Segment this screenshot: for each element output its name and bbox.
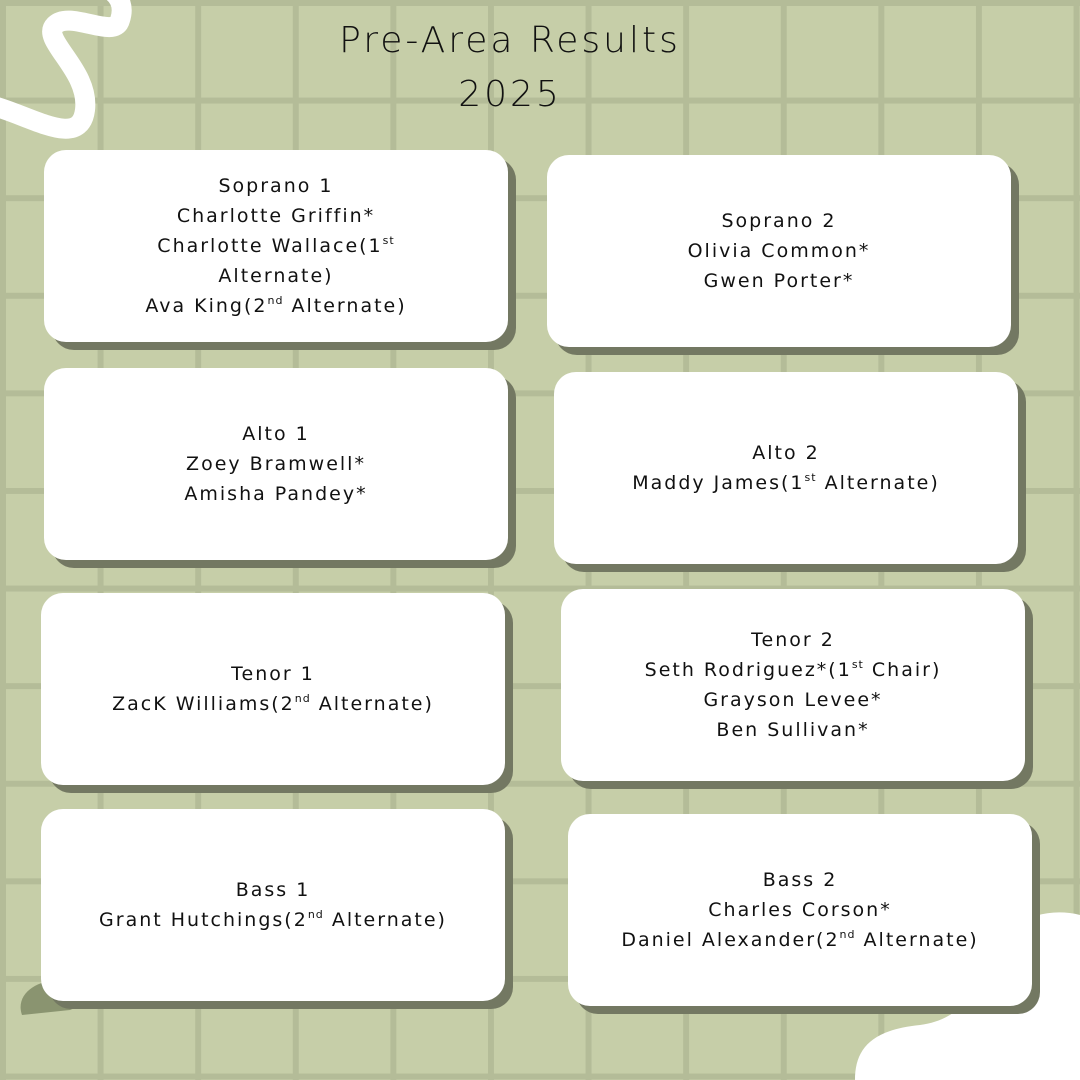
member-text-post: Alternate) — [323, 909, 447, 931]
member-text-sup: nd — [839, 928, 856, 941]
member-text-pre: Alternate) — [218, 265, 334, 287]
section-card-bass-1: Bass 1 Grant Hutchings(2nd Alternate) — [41, 809, 505, 1001]
section-card-tenor-1: Tenor 1 ZacK Williams(2nd Alternate) — [41, 593, 505, 785]
member-line: Alternate) — [218, 261, 333, 291]
member-text-pre: Grant Hutchings(2 — [99, 909, 308, 931]
title-line-2: 2025 — [458, 74, 562, 115]
member-line: Charles Corson* — [708, 895, 891, 925]
section-heading: Tenor 2 — [751, 629, 835, 651]
section-card-soprano-1: Soprano 1 Charlotte Griffin* Charlotte Wal… — [44, 150, 508, 342]
section-card-tenor-2: Tenor 2 Seth Rodriguez*(1st Chair) Grayson… — [561, 589, 1025, 781]
section-heading: Tenor 1 — [231, 663, 315, 685]
member-line: Grant Hutchings(2nd Alternate) — [99, 905, 447, 935]
member-text-sup: nd — [294, 692, 311, 705]
member-line: Charlotte Wallace(1st — [157, 231, 394, 261]
member-text-pre: Gwen Porter* — [703, 270, 855, 292]
member-text-post: Alternate) — [855, 929, 979, 951]
member-line: Amisha Pandey* — [184, 479, 367, 509]
section-card-bass-2: Bass 2 Charles Corson* Daniel Alexander(2n… — [568, 814, 1032, 1006]
member-line: Charlotte Griffin* — [177, 201, 375, 231]
member-text-pre: Seth Rodriguez*(1 — [644, 659, 852, 681]
member-text-post: Chair) — [863, 659, 942, 681]
member-text-sup: st — [382, 234, 395, 247]
member-text-pre: Charlotte Griffin* — [176, 205, 376, 227]
section-heading: Alto 2 — [752, 442, 820, 464]
section-card-alto-2: Alto 2 Maddy James(1st Alternate) — [554, 372, 1018, 564]
section-heading: Soprano 2 — [721, 210, 837, 232]
section-heading: Bass 2 — [762, 869, 838, 891]
member-text-sup: st — [804, 471, 817, 484]
member-text-pre: ZacK Williams(2 — [112, 693, 295, 715]
member-text-pre: Amisha Pandey* — [184, 483, 368, 505]
member-text-sup: nd — [307, 908, 324, 921]
member-text-pre: Charlotte Wallace(1 — [157, 235, 383, 257]
member-line: Maddy James(1st Alternate) — [632, 468, 940, 498]
member-text-pre: Maddy James(1 — [632, 472, 805, 494]
section-card-soprano-2: Soprano 2 Olivia Common* Gwen Porter* — [547, 155, 1011, 347]
member-text-pre: Charles Corson* — [708, 899, 892, 921]
member-line: Ben Sullivan* — [716, 715, 869, 745]
member-line: Grayson Levee* — [703, 685, 882, 715]
member-line: Seth Rodriguez*(1st Chair) — [645, 655, 942, 685]
member-text-post: Alternate) — [816, 472, 940, 494]
member-line: Olivia Common* — [688, 236, 871, 266]
member-text-pre: Ben Sullivan* — [716, 719, 870, 741]
member-line: Zoey Bramwell* — [186, 449, 366, 479]
member-line: Ava King(2nd Alternate) — [145, 291, 406, 321]
member-line: ZacK Williams(2nd Alternate) — [112, 689, 434, 719]
member-text-sup: st — [851, 658, 864, 671]
member-text-pre: Olivia Common* — [687, 240, 871, 262]
member-text-pre: Zoey Bramwell* — [186, 453, 366, 475]
member-text-pre: Daniel Alexander(2 — [621, 929, 840, 951]
section-heading: Soprano 1 — [218, 175, 334, 197]
section-card-alto-1: Alto 1 Zoey Bramwell* Amisha Pandey* — [44, 368, 508, 560]
section-heading: Alto 1 — [242, 423, 310, 445]
member-text-post: Alternate) — [283, 295, 407, 317]
member-text-sup: nd — [267, 294, 284, 307]
member-line: Daniel Alexander(2nd Alternate) — [621, 925, 978, 955]
member-text-pre: Grayson Levee* — [703, 689, 883, 711]
member-line: Gwen Porter* — [704, 266, 855, 296]
title-line-1: Pre-Area Results — [339, 20, 681, 61]
member-text-post: Alternate) — [310, 693, 434, 715]
section-heading: Bass 1 — [235, 879, 311, 901]
member-text-pre: Ava King(2 — [145, 295, 268, 317]
